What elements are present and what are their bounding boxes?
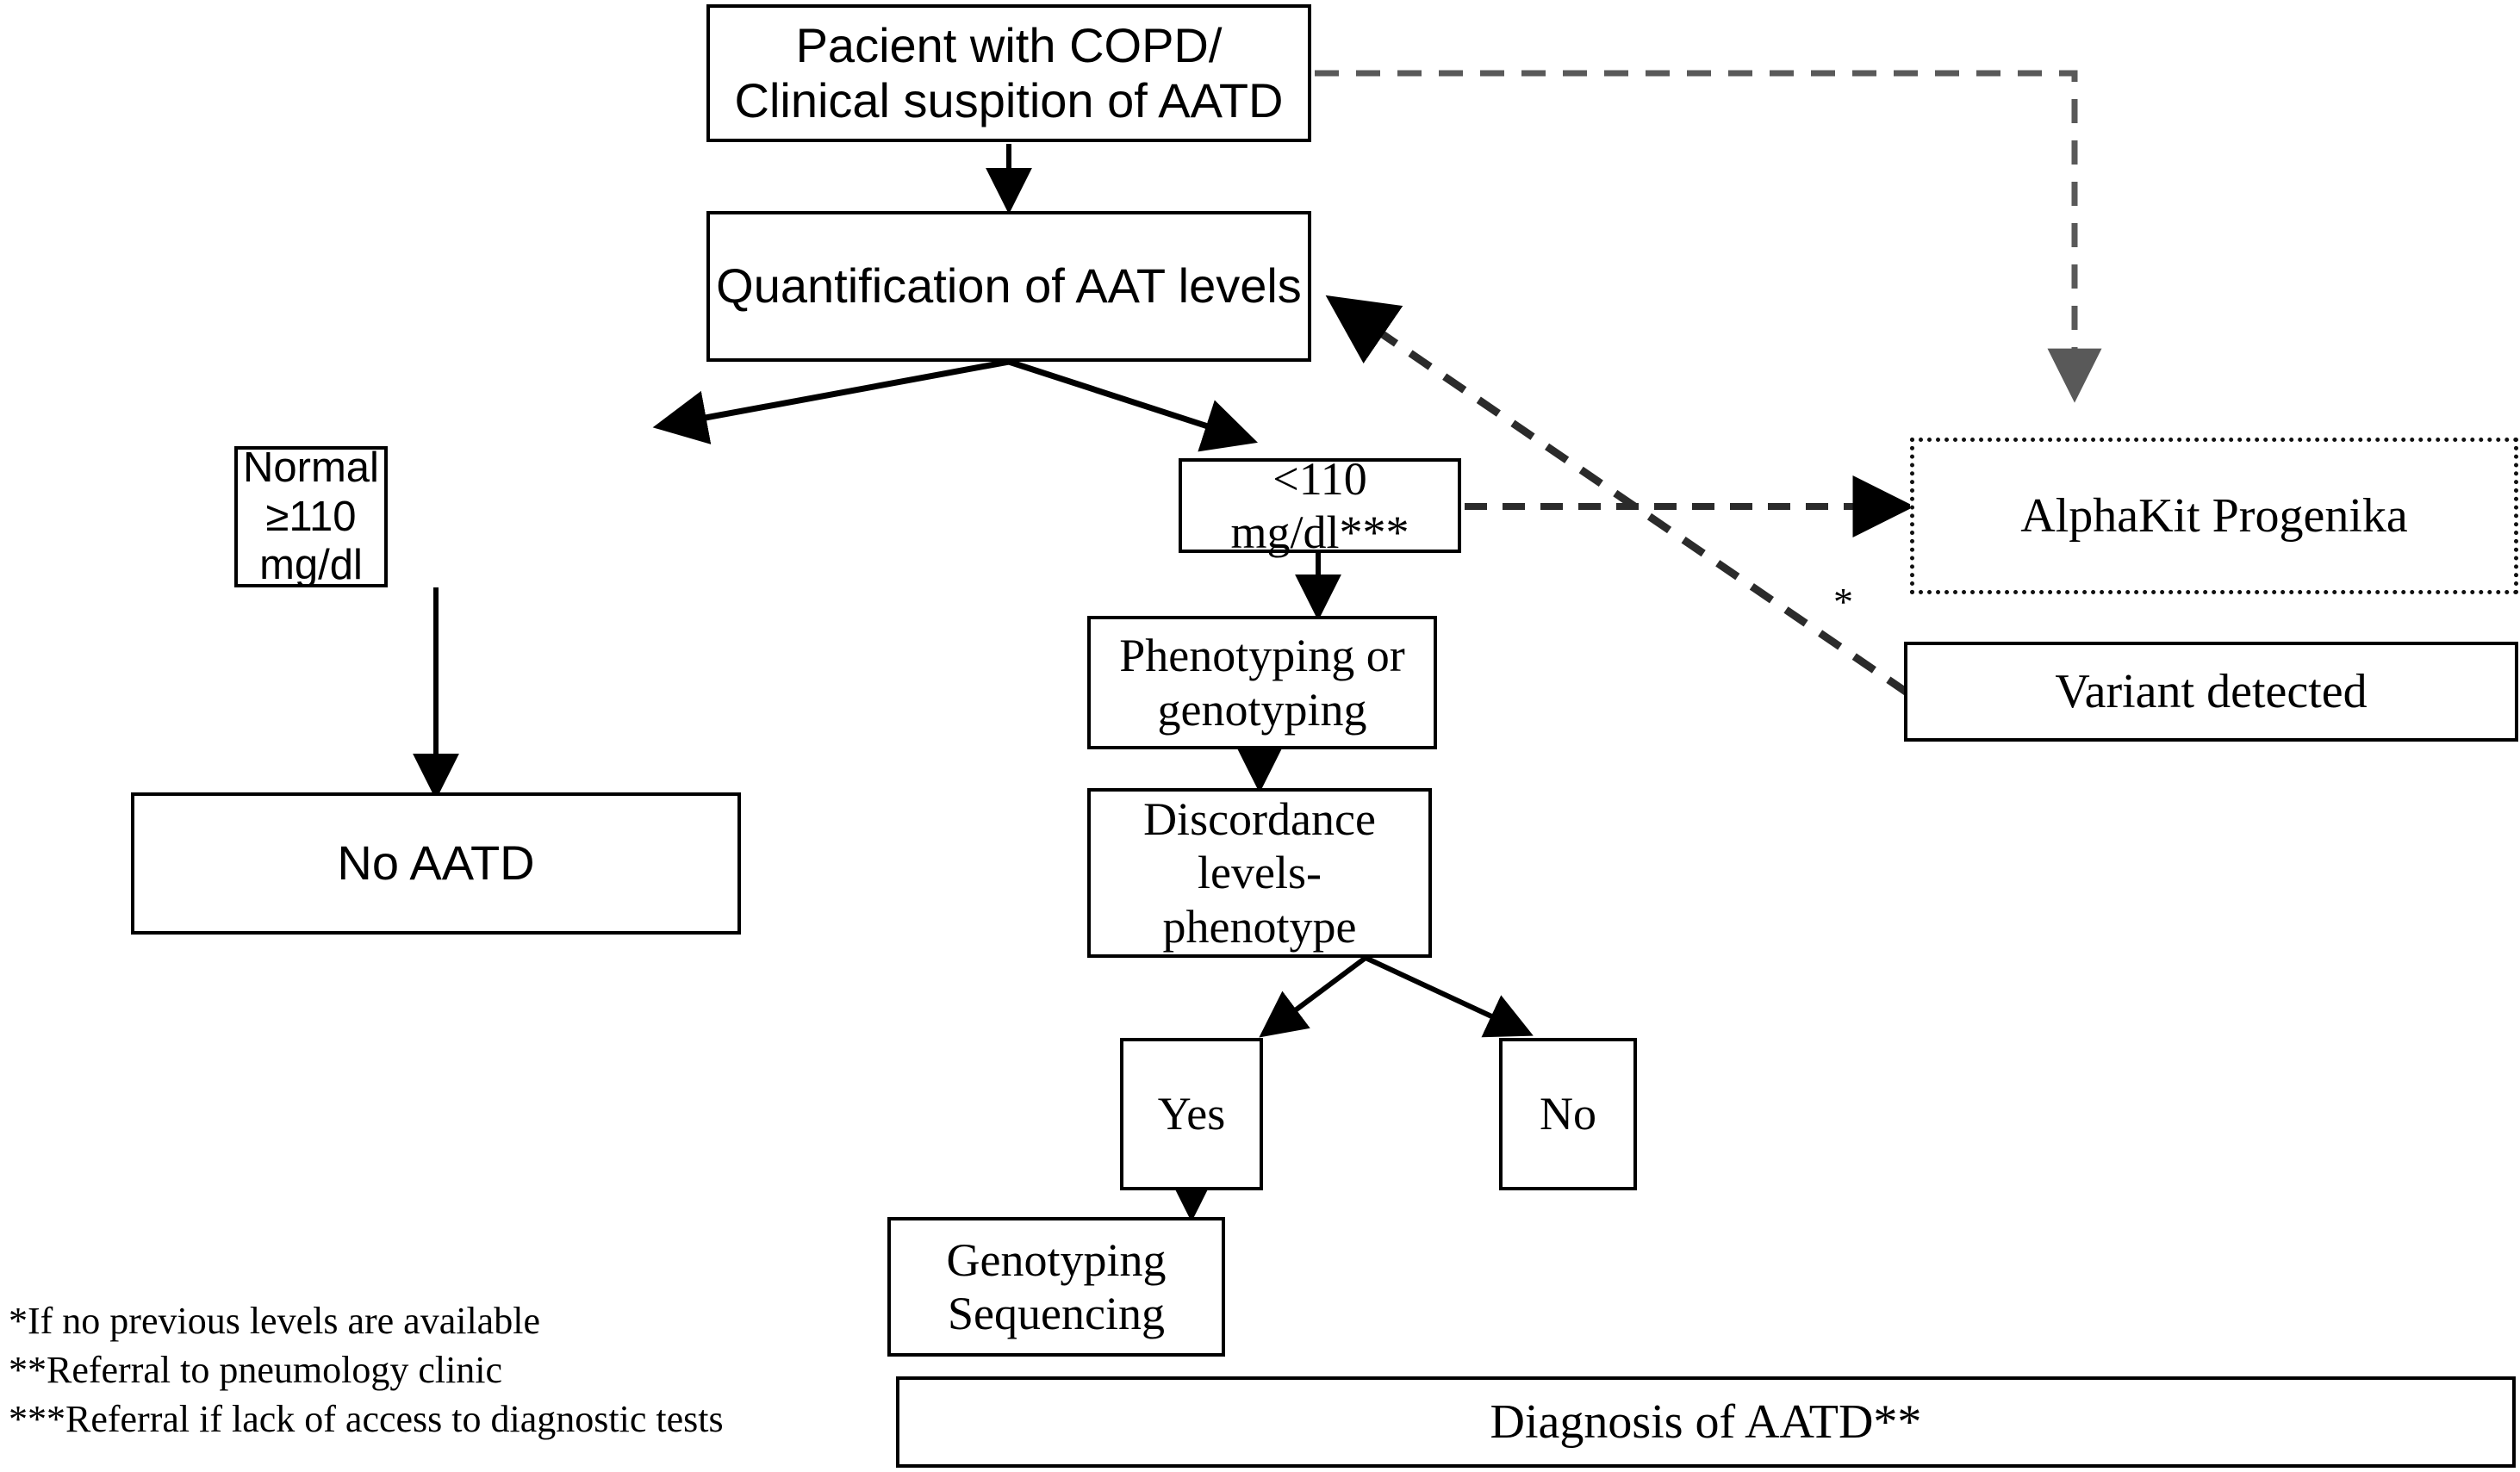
node-no-label: No [1540,1088,1596,1140]
node-low-level-label: <110 mg/dl*** [1230,452,1409,558]
footnotes: *If no previous levels are available **R… [9,1300,724,1441]
node-diagnosis[interactable]: Diagnosis of AATD** [896,1376,2516,1468]
node-yes-label: Yes [1157,1088,1226,1140]
node-diagnosis-label: Diagnosis of AATD** [1490,1394,1922,1449]
node-no[interactable]: No [1499,1038,1637,1190]
node-quantification[interactable]: Quantification of AAT levels [706,211,1311,362]
node-quantification-label: Quantification of AAT levels [716,258,1302,314]
node-normal[interactable]: Normal ≥110 mg/dl [234,444,388,589]
node-genotyping-sequencing[interactable]: Genotyping Sequencing [887,1217,1225,1357]
node-variant-detected-label: Variant detected [2055,664,2368,718]
edge-quantification-to-low [1007,358,1258,452]
node-phenotyping[interactable]: Phenotyping or genotyping [1087,616,1437,749]
node-no-aatd[interactable]: No AATD [131,792,741,935]
node-alphakit-progenika-label: AlphaKit Progenika [2020,488,2408,543]
node-discordance-label: Discordance levels- phenotype [1143,793,1376,953]
node-normal-label: Normal ≥110 mg/dl [243,444,379,589]
node-low-level[interactable]: <110 mg/dl*** [1179,453,1461,558]
edge-label-asterisk: * [1833,580,1853,624]
edge-quantification-to-normal [652,358,1010,444]
node-discordance[interactable]: Discordance levels- phenotype [1087,788,1432,958]
node-alphakit-progenika[interactable]: AlphaKit Progenika [1910,438,2518,594]
edge-patient-to-alphakit [1315,70,2102,403]
node-genotyping-sequencing-label: Genotyping Sequencing [946,1233,1167,1339]
node-patient[interactable]: Pacient with COPD/ Clinical suspition of… [706,4,1311,142]
node-no-aatd-label: No AATD [337,835,535,891]
node-variant-detected[interactable]: Variant detected [1904,642,2518,742]
edge-discordance-to-no [1364,955,1534,1038]
node-phenotyping-label: Phenotyping or genotyping [1119,630,1405,736]
node-patient-label: Pacient with COPD/ Clinical suspition of… [734,17,1284,127]
node-yes[interactable]: Yes [1120,1038,1263,1190]
edge-discordance-to-yes [1259,955,1367,1038]
